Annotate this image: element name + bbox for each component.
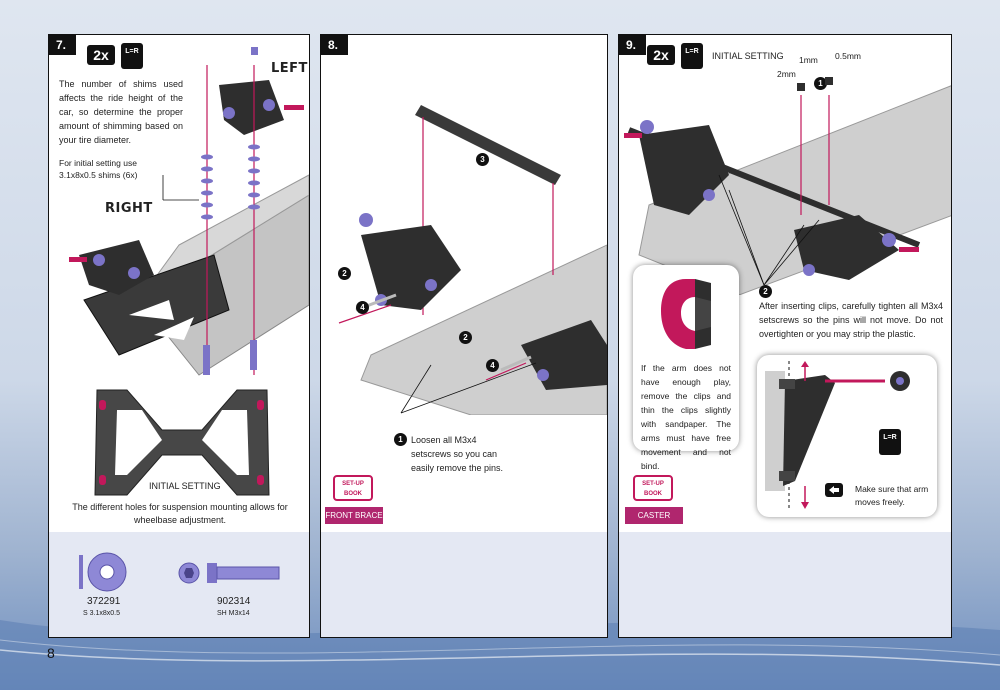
left-label: LEFT: [271, 61, 308, 76]
arm-moves-freely-text: Make sure that arm moves freely.: [855, 484, 929, 507]
step-number: 9.: [619, 35, 647, 55]
clip-icon: [661, 279, 711, 349]
step-number: 7.: [49, 35, 77, 55]
marker-4: 4: [356, 301, 369, 314]
step-7-panel: 7. 2x L=R The number of shims used affec…: [48, 34, 310, 638]
marker-3: 3: [476, 153, 489, 166]
part-desc-shim: S 3.1x8x0.5: [83, 610, 120, 617]
marker-1: 1: [814, 77, 827, 90]
shim-stack-left: [201, 154, 213, 220]
brace-bar: [415, 105, 561, 185]
left-equals-right-icon: L=R: [681, 43, 703, 69]
shim-info-text: The number of shims used affects the rid…: [59, 79, 183, 145]
setup-book-icon: SET-UP BOOK: [333, 475, 373, 501]
part-code-screw: 902314: [217, 596, 251, 607]
front-suspension-block: [359, 213, 461, 310]
right-label: RIGHT: [105, 201, 153, 216]
shim-part-icon: [79, 552, 127, 592]
nut-top: [251, 47, 258, 55]
setup-book-label: CASTER: [625, 507, 683, 524]
tighten-setscrews-text: After inserting clips, carefully tighten…: [759, 301, 943, 339]
marker-4: 4: [486, 359, 499, 372]
front-brace-plate: [83, 254, 230, 356]
setup-book-tag[interactable]: SET-UP BOOK FRONT BRACE: [325, 472, 383, 524]
screw-part-icon: [178, 562, 280, 584]
setup-book-icon: SET-UP BOOK: [633, 475, 673, 501]
initial-shim-text: For initial setting use 3.1x8x0.5 shims …: [59, 158, 138, 180]
move-freely-icon: [825, 483, 843, 497]
left-suspension-block: [219, 80, 304, 135]
clip-size-0-5mm: 0.5mm: [835, 51, 861, 61]
clip-size-1mm: 1mm: [799, 55, 818, 65]
front-suspension-exploded-illustration: [69, 47, 309, 376]
step-9-footer: [619, 532, 951, 637]
front-brace-holes-illustration: [94, 389, 270, 496]
caster-clip-illustration: [624, 77, 951, 295]
front-brace-removal-illustration: [338, 105, 607, 415]
clip-adjust-card: If the arm does not have enough play, re…: [633, 265, 739, 471]
shim-stack-right: [248, 144, 260, 210]
initial-setting-label: INITIAL SETTING: [712, 51, 784, 61]
clip-size-2mm: 2mm: [777, 69, 796, 79]
page-number: 8: [47, 645, 55, 661]
right-suspension-block: [794, 215, 919, 280]
initial-setting-label: INITIAL SETTING: [149, 481, 221, 491]
marker-1: 1: [394, 433, 407, 446]
setup-book-label: FRONT BRACE: [325, 507, 383, 524]
step-number: 8.: [321, 35, 349, 55]
step-8-panel: 8. 3 2 4 2 4 1 Loosen all M3x4 setscrews…: [320, 34, 608, 638]
step-8-footer: [321, 532, 607, 637]
left-equals-right-icon: L=R: [879, 429, 901, 455]
marker-2: 2: [459, 331, 472, 344]
screw-left: [203, 345, 210, 375]
part-desc-screw: SH M3x14: [217, 610, 250, 617]
rear-suspension-block: [521, 320, 607, 390]
screw-right: [250, 340, 257, 370]
left-suspension-block: [624, 120, 729, 215]
suspension-holes-text: The different holes for suspension mount…: [72, 502, 288, 525]
quantity-badge: 2x: [647, 45, 675, 65]
arm-movement-card: L=R Make sure that arm moves freely.: [757, 355, 937, 517]
right-suspension-block: [69, 240, 154, 295]
marker-2: 2: [338, 267, 351, 280]
step-9-panel: 9. 2x L=R INITIAL SETTING 1mm 0.5mm 2mm …: [618, 34, 952, 638]
quantity-badge: 2x: [87, 45, 115, 65]
arm-movement-illustration: [765, 361, 910, 511]
setup-book-tag[interactable]: SET-UP BOOK CASTER: [625, 472, 683, 524]
loosen-setscrews-text: Loosen all M3x4 setscrews so you can eas…: [411, 435, 504, 473]
marker-2: 2: [759, 285, 772, 298]
clip-thinning-text: If the arm does not have enough play, re…: [641, 363, 731, 471]
part-code-shim: 372291: [87, 596, 121, 607]
left-equals-right-icon: L=R: [121, 43, 143, 69]
